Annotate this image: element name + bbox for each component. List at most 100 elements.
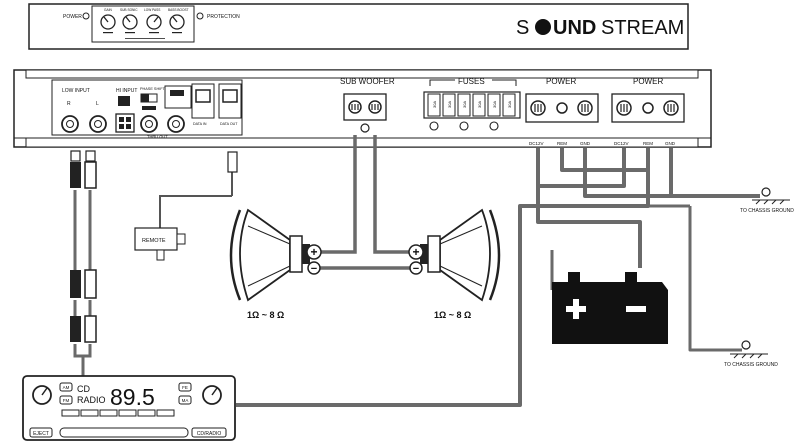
right-speaker-plus-icon[interactable]: [408, 244, 424, 260]
am-button[interactable]: [59, 382, 73, 392]
cd-slot: [59, 427, 189, 438]
ma-button-label: MA: [182, 398, 189, 403]
chassis-ground-1: TO CHASSIS GROUND: [740, 187, 794, 214]
rem-label-2: REM: [643, 141, 653, 146]
right-speaker-impedance: 1Ω ~ 8 Ω: [434, 310, 471, 320]
amp-top-panel: POWER GAIN SUB SONIC LOW PASS BASS BOOST: [28, 3, 689, 50]
fuses-label: FUSES: [458, 77, 485, 86]
remote-plug-icon: [227, 151, 238, 173]
protection-led-label: PROTECTION: [207, 14, 240, 20]
eject-button-label: EJECT: [33, 431, 49, 437]
fm-button[interactable]: [59, 395, 73, 405]
speaker-plus-wire: [320, 135, 357, 254]
gnd-wire-1: [583, 148, 760, 198]
power-wiring: [236, 148, 760, 407]
battery: [552, 272, 668, 344]
display-radio-label: RADIO: [77, 395, 106, 405]
dc12v-wire-2: [538, 148, 626, 188]
right-speaker-minus-icon[interactable]: [409, 261, 423, 275]
fuse-5-icon[interactable]: [487, 93, 501, 117]
fuse-2-icon[interactable]: [442, 93, 456, 117]
rca-plugs: [70, 150, 97, 343]
rem-label-1: REM: [557, 141, 567, 146]
power-label-2: POWER: [633, 77, 663, 86]
fuse-bank: 30A 30A 30A 30A 30A 30A: [423, 91, 521, 131]
cd-radio-button-label: CD/RADIO: [197, 431, 222, 437]
brand-prefix: S: [516, 17, 529, 39]
fuse-1-rating: 30A: [432, 101, 437, 108]
subwoofer-screw-icon: [360, 123, 370, 133]
data-in-label: DATA IN: [193, 122, 207, 126]
cd-radio-button[interactable]: [191, 427, 227, 438]
gnd-label-1: GND: [580, 141, 591, 146]
fuse-3-rating: 30A: [462, 101, 467, 108]
left-speaker: [229, 208, 310, 302]
fuse-3-icon[interactable]: [457, 93, 471, 117]
left-speaker-minus: −: [311, 263, 317, 275]
knob-label-bassboost: BASS BOOST: [168, 8, 189, 12]
chassis-ground-2: TO CHASSIS GROUND: [724, 340, 778, 368]
preset-5-button[interactable]: [137, 409, 156, 417]
fuse-4-icon[interactable]: [472, 93, 486, 117]
display-frequency: 89.5: [110, 384, 155, 410]
left-speaker-plus: +: [310, 245, 317, 259]
left-speaker-minus-icon[interactable]: [307, 261, 321, 275]
power-label-1: POWER: [546, 77, 576, 86]
speaker-plus-wire-2: [373, 135, 410, 254]
rca-cables: [73, 190, 92, 376]
ma-button[interactable]: [178, 395, 192, 405]
battery-plus-icon: [573, 299, 579, 319]
brand-o-icon: [535, 19, 551, 35]
chassis-ground-label-2: TO CHASSIS GROUND: [724, 362, 778, 368]
remote-control-unit[interactable]: REMOTE: [134, 151, 238, 261]
fm-button-label: FM: [63, 398, 70, 403]
preset-2-button[interactable]: [80, 409, 99, 417]
preset-6-button[interactable]: [156, 409, 175, 417]
eject-button[interactable]: [29, 427, 53, 438]
rem-terminal-2-icon[interactable]: [642, 102, 654, 114]
fuse-4-rating: 30A: [477, 101, 482, 108]
fe-button[interactable]: [178, 382, 192, 392]
fuse-5-rating: 30A: [492, 101, 497, 108]
hi-input-connector-icon[interactable]: [115, 113, 135, 133]
thru-out-label: THRU OUT: [147, 134, 168, 139]
dc12v-label-2: DC12V: [614, 141, 629, 146]
rem-terminal-1-icon[interactable]: [556, 102, 568, 114]
data-out-label: DATA OUT: [220, 122, 238, 126]
low-input-label: LOW INPUT: [62, 88, 90, 94]
gnd-label-2: GND: [665, 141, 676, 146]
phase-shift-label: PHASE SHIFT: [140, 87, 166, 91]
protection-led-icon: [196, 12, 204, 20]
low-input-r-label: R: [67, 101, 71, 107]
fe-button-label: FE: [182, 385, 188, 390]
right-speaker: [420, 208, 501, 302]
am-button-label: AM: [63, 385, 70, 390]
fuse-1-icon[interactable]: [427, 93, 441, 117]
speaker-wiring: [320, 135, 410, 270]
left-speaker-plus-icon[interactable]: [306, 244, 322, 260]
preset-3-button[interactable]: [99, 409, 118, 417]
remote-label: REMOTE: [142, 238, 166, 244]
battery-body-icon: [552, 282, 668, 344]
knob-label-gain: GAIN: [104, 8, 112, 12]
display-cd-label: CD: [77, 384, 90, 394]
power-led-label: POWER: [63, 14, 82, 20]
knob-label-lowpass: LOW PASS: [144, 8, 160, 12]
battery-minus-icon: [626, 306, 646, 312]
fuse-2-rating: 30A: [447, 101, 452, 108]
right-speaker-plus: +: [412, 245, 419, 259]
head-unit: AM FM CD RADIO 89.5 FE MA EJECT CD/RADIO: [22, 375, 236, 441]
preset-1-button[interactable]: [61, 409, 80, 417]
power-led-icon: [82, 12, 90, 20]
hi-input-label: HI INPUT: [116, 88, 137, 94]
hi-input-leds: [118, 96, 130, 106]
fuse-6-rating: 30A: [507, 101, 512, 108]
rem-bridge-wire: [560, 148, 648, 172]
fuse-6-icon[interactable]: [502, 93, 516, 117]
right-speaker-minus: −: [413, 263, 419, 275]
chassis-ground-label-1: TO CHASSIS GROUND: [740, 208, 794, 214]
amp-side-panel: LOW INPUT R L HI INPUT PHASE SHIFT THRU …: [13, 69, 712, 148]
preset-4-button[interactable]: [118, 409, 137, 417]
dc12v-label-1: DC12V: [529, 141, 544, 146]
